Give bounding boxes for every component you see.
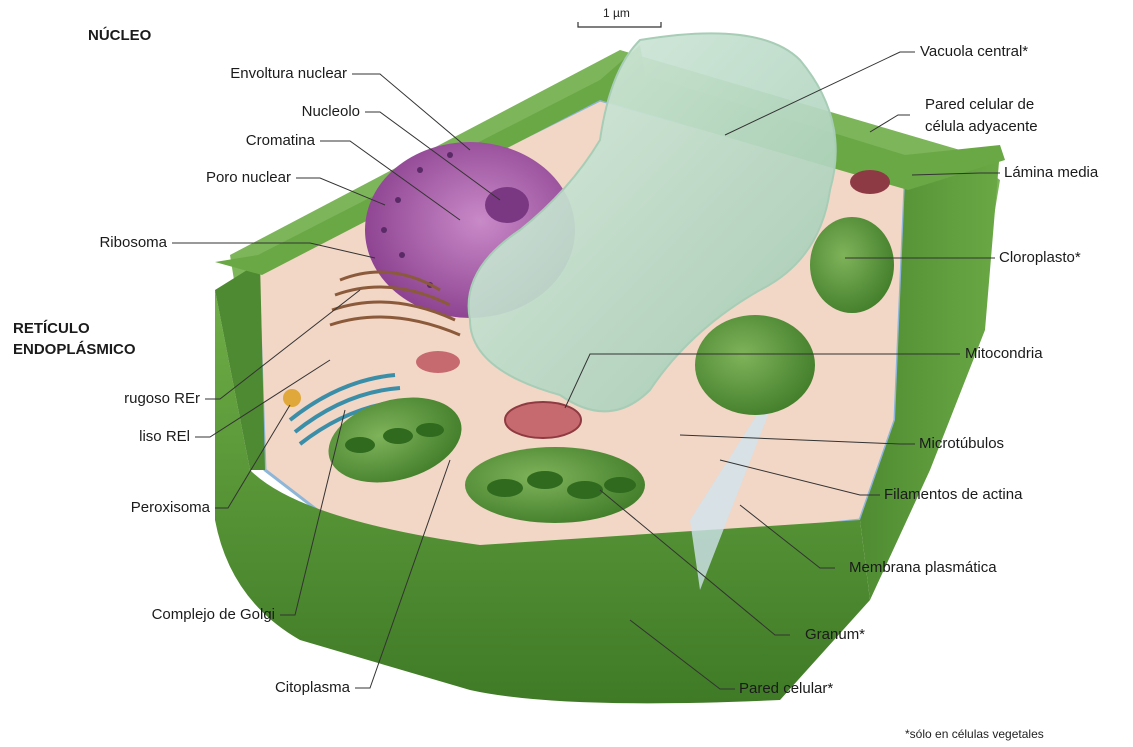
label-mitochondrion: Mitocondria (965, 345, 1043, 363)
label-rough-er: rugoso REr (124, 390, 200, 408)
footnote: *sólo en células vegetales (905, 727, 1044, 741)
label-nucleolus: Nucleolo (302, 103, 360, 121)
label-nuclear-envelope: Envoltura nuclear (230, 65, 347, 83)
label-chloroplast: Cloroplasto* (999, 249, 1081, 267)
er-heading-line1: RETÍCULO (13, 319, 90, 338)
mitochondrion-2 (416, 351, 460, 373)
label-microtubules: Microtúbulos (919, 435, 1004, 453)
er-heading-line2: ENDOPLÁSMICO (13, 340, 136, 359)
label-nuclear-pore: Poro nuclear (206, 169, 291, 187)
label-plasma-membrane: Membrana plasmática (849, 559, 997, 577)
label-cytoplasm: Citoplasma (275, 679, 350, 697)
label-chromatin: Cromatina (246, 132, 315, 150)
peroxisome (283, 389, 301, 407)
middle-lamella-organelle (850, 170, 890, 194)
label-ribosome: Ribosoma (99, 234, 167, 252)
scale-bar (578, 22, 661, 27)
chloroplast-3 (810, 217, 894, 313)
label-adjacent-wall-1: Pared celular de (925, 96, 1034, 114)
label-peroxisome: Peroxisoma (131, 499, 210, 517)
label-central-vacuole: Vacuola central* (920, 43, 1028, 61)
chloroplast-4 (695, 315, 815, 415)
label-golgi: Complejo de Golgi (152, 606, 275, 624)
label-smooth-er: liso REl (139, 428, 190, 446)
nucleus-heading: NÚCLEO (88, 26, 151, 45)
label-granum: Granum* (805, 626, 865, 644)
nucleolus (485, 187, 529, 223)
label-adjacent-wall-2: célula adyacente (925, 118, 1038, 136)
mitochondrion (505, 402, 581, 438)
label-middle-lamella: Lámina media (1004, 164, 1098, 182)
label-cell-wall: Pared celular* (739, 680, 833, 698)
label-actin-filaments: Filamentos de actina (884, 486, 1022, 504)
scale-bar-label: 1 µm (603, 6, 630, 20)
